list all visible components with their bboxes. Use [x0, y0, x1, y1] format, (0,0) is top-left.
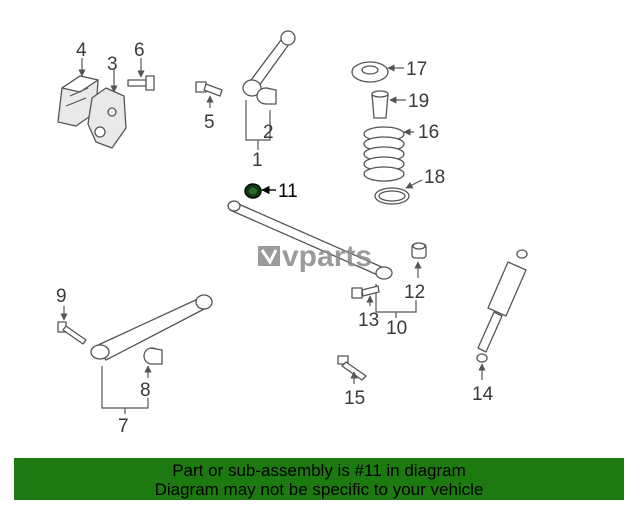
callout-19: 19	[408, 91, 429, 112]
bolt-part-15	[337, 355, 367, 381]
callout-13: 13	[358, 310, 379, 331]
callout-16: 16	[418, 122, 439, 143]
bushing-part-11	[244, 183, 262, 199]
bolt-part-5	[195, 81, 223, 97]
callout-17: 17	[406, 59, 427, 80]
callout-12: 12	[404, 282, 425, 303]
coil-spring-part-16	[363, 126, 405, 182]
callout-3: 3	[107, 54, 118, 75]
banner-line-2: Diagram may not be specific to your vehi…	[154, 480, 484, 499]
callout-7: 7	[118, 416, 129, 437]
callout-8: 8	[140, 380, 151, 401]
callout-4: 4	[76, 40, 87, 61]
bump-stop-part-19	[371, 90, 389, 119]
spring-seat-part-17	[351, 61, 389, 83]
bushing-part-12	[411, 242, 427, 259]
parts-diagram: 4 3 6 5 2 1 17 19	[56, 30, 528, 437]
callout-10: 10	[386, 318, 407, 339]
bushing-part-8	[143, 347, 163, 365]
lower-arm-part-7	[90, 294, 213, 361]
callout-9: 9	[56, 286, 67, 307]
lateral-link-part-10	[227, 200, 393, 280]
vparts-watermark: vparts	[258, 240, 372, 273]
callout-18: 18	[424, 167, 445, 188]
bolt-part-9	[57, 321, 87, 345]
callout-14: 14	[472, 384, 494, 405]
callout-11: 11	[278, 181, 298, 202]
callout-5: 5	[204, 112, 215, 133]
callout-2: 2	[263, 122, 274, 143]
watermark-text: vparts	[282, 240, 372, 273]
callout-6: 6	[134, 40, 145, 61]
callout-1: 1	[252, 150, 263, 171]
bolt-part-6	[127, 75, 155, 91]
callout-15: 15	[344, 388, 365, 409]
upper-link-part-1	[242, 30, 296, 97]
bolt-part-13	[351, 285, 380, 299]
info-banner: Part or sub-assembly is #11 in diagram D…	[14, 458, 624, 500]
banner-line-1: Part or sub-assembly is #11 in diagram	[172, 461, 466, 480]
bushing-part-2	[256, 87, 277, 105]
bracket-part-3	[87, 87, 127, 149]
insulator-part-18	[374, 187, 410, 205]
shock-absorber-part-14	[476, 249, 528, 363]
